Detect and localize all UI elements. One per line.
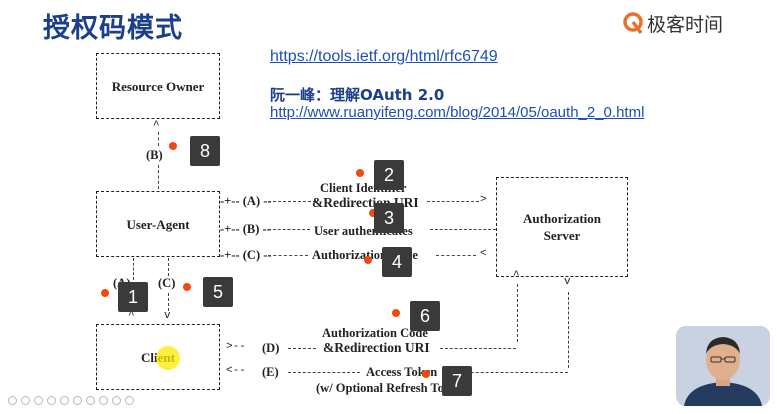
- resource-owner-box: Resource Owner: [96, 53, 220, 119]
- flow-b-line-right: [430, 229, 496, 230]
- ua-client-line-left: [133, 258, 134, 280]
- player-control-icon[interactable]: [112, 396, 121, 405]
- flow-a-line-right: [427, 201, 479, 202]
- player-control-icon[interactable]: [34, 396, 43, 405]
- flow-a-arrowhead: >: [480, 194, 487, 206]
- ua-client-arrow-down: v: [164, 310, 171, 322]
- player-control-icon[interactable]: [99, 396, 108, 405]
- flow-c-line-right: [436, 255, 476, 256]
- annotation-dot: [422, 370, 430, 378]
- flow-b-line-left: [268, 229, 310, 230]
- annotation-badge-7: 7: [442, 366, 472, 396]
- annotation-dot: [364, 256, 372, 264]
- annotation-badge-5: 5: [203, 277, 233, 307]
- annotation-dot: [101, 289, 109, 297]
- flow-d-label2: &Redirection URI: [323, 340, 430, 355]
- player-control-icon[interactable]: [86, 396, 95, 405]
- annotation-badge-6: 6: [410, 301, 440, 331]
- player-controls: [8, 396, 134, 405]
- annotation-dot: [392, 309, 400, 317]
- player-control-icon[interactable]: [60, 396, 69, 405]
- annotation-badge-8: 8: [190, 136, 220, 166]
- presenter-video[interactable]: [676, 326, 770, 406]
- owner-flow-b: (B): [146, 148, 163, 162]
- auth-server-label: Authorization Server: [523, 210, 601, 244]
- player-control-icon[interactable]: [125, 396, 134, 405]
- flow-d-label1: Authorization Code: [322, 326, 428, 340]
- flow-b-id-text: (B): [242, 222, 260, 236]
- presenter-avatar-icon: [676, 326, 770, 406]
- user-agent-label: User-Agent: [126, 216, 190, 232]
- annotation-badge-1: 1: [118, 282, 148, 312]
- annotation-badge-2: 2: [374, 160, 404, 190]
- server-e-arrow-down: v: [564, 276, 571, 288]
- annotation-badge-4: 4: [382, 247, 412, 277]
- server-d-line: [517, 284, 518, 342]
- annotation-badge-3: 3: [374, 203, 404, 233]
- ua-client-c: (C): [158, 276, 176, 290]
- flow-c-arrowhead: <: [480, 248, 487, 260]
- brand-name: 极客时间: [647, 13, 724, 36]
- flow-a-id-text: (A): [242, 194, 261, 208]
- server-e-line: [568, 292, 569, 368]
- flow-a-id: -+-- (A) --: [220, 194, 272, 208]
- owner-flow-arrow-up: ^: [153, 120, 160, 132]
- player-control-icon[interactable]: [8, 396, 17, 405]
- owner-flow-line-bottom: [158, 165, 159, 189]
- flow-d-line-right: [440, 348, 516, 349]
- geektime-logo-icon: [623, 12, 643, 34]
- auth-server-line1: Authorization: [523, 211, 601, 226]
- flow-e-label1: Access Token: [366, 365, 438, 379]
- annotation-dot: [183, 283, 191, 291]
- brand-logo: 极客时间: [623, 8, 723, 38]
- auth-server-line2: Server: [543, 228, 581, 243]
- flow-c-id-text: (C): [242, 248, 261, 262]
- rfc-link[interactable]: https://tools.ietf.org/html/rfc6749: [270, 48, 498, 65]
- article-link[interactable]: http://www.ruanyifeng.com/blog/2014/05/o…: [270, 104, 645, 121]
- auth-server-box: Authorization Server: [496, 177, 628, 277]
- annotation-dot: [369, 209, 377, 217]
- server-d-arrow-up: ^: [513, 270, 520, 282]
- flow-b-id: -+-- (B) --: [220, 222, 271, 236]
- flow-a-line-left: [268, 201, 316, 202]
- flow-d-id: (D): [262, 341, 280, 355]
- ua-client-line-right: [168, 258, 169, 276]
- annotation-dot: [169, 142, 177, 150]
- slide-title: 授权码模式: [43, 13, 183, 44]
- player-control-icon[interactable]: [21, 396, 30, 405]
- annotation-dot: [356, 169, 364, 177]
- player-control-icon[interactable]: [73, 396, 82, 405]
- user-agent-box: User-Agent: [96, 191, 220, 257]
- owner-flow-line-top: [158, 132, 159, 146]
- flow-c-line-left: [268, 255, 308, 256]
- flow-e-line-right: [446, 372, 568, 373]
- flow-d-line-left: [288, 348, 316, 349]
- flow-e-id: (E): [262, 365, 279, 379]
- flow-e-arrowhead: <--: [226, 365, 246, 377]
- flow-e-line-left: [288, 372, 360, 373]
- flow-d-arrowhead: >--: [226, 341, 246, 353]
- ua-client-arrow-up: ^: [128, 310, 135, 322]
- ua-client-line-right-bottom: [168, 293, 169, 311]
- article-title: 阮一峰：理解OAuth 2.0: [270, 86, 445, 104]
- player-control-icon[interactable]: [47, 396, 56, 405]
- resource-owner-label: Resource Owner: [111, 78, 205, 94]
- cursor-highlight: [156, 346, 180, 370]
- flow-c-id: -+-- (C) --: [220, 248, 272, 262]
- flow-e-label2: (w/ Optional Refresh Token): [316, 381, 468, 395]
